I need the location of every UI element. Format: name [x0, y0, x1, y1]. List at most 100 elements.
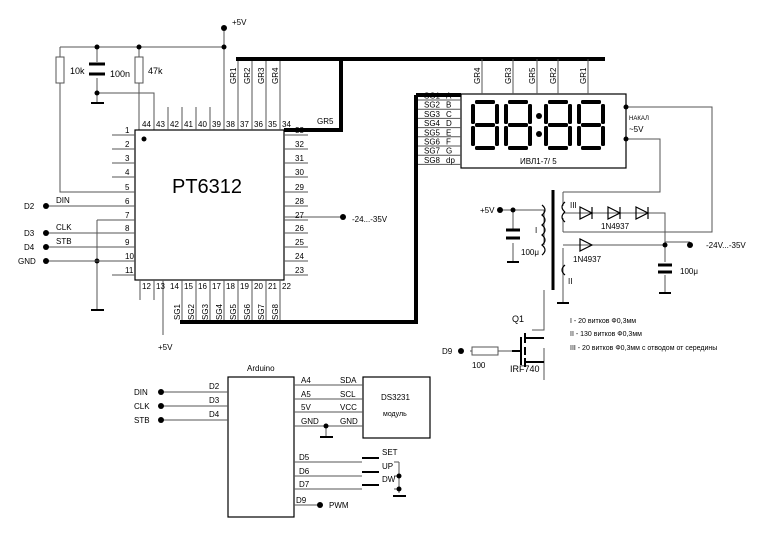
digit-segment: [471, 104, 475, 124]
grid-label: GR2: [243, 67, 252, 84]
terminal-dot[interactable]: [158, 403, 164, 409]
segment-name: SG2: [424, 101, 441, 110]
digit-segment: [504, 126, 508, 146]
pin-number: 6: [125, 197, 130, 206]
arduino-signal: DIN: [134, 388, 148, 397]
gr5-label: GR5: [317, 117, 334, 126]
button-label: SET: [382, 448, 398, 457]
digit-segment: [528, 104, 532, 124]
pin-number: 44: [142, 120, 151, 129]
terminal-dot[interactable]: [43, 244, 49, 250]
rtc-sub: модуль: [383, 411, 407, 418]
mosfet-label: IRF740: [510, 364, 540, 374]
note-3: III - 20 витков Ф0,3мм с отводом от сере…: [570, 345, 717, 352]
digit-segment: [568, 126, 572, 146]
pin-number: 32: [295, 140, 304, 149]
segment-letter: dp: [446, 156, 455, 165]
psu-vin: +5V: [480, 206, 495, 215]
ground-icon: [507, 261, 671, 304]
arduino-signal: STB: [134, 416, 150, 425]
chip-name: PT6312: [172, 176, 242, 198]
cout-label: 100μ: [680, 267, 698, 276]
digit-segment: [495, 104, 499, 124]
pin-number: 41: [184, 120, 193, 129]
pwm-label: PWM: [329, 501, 349, 510]
arduino-signal: CLK: [134, 402, 150, 411]
terminal-dot[interactable]: [43, 203, 49, 209]
pin-number: 14: [170, 282, 179, 291]
terminal-dot[interactable]: [158, 417, 164, 423]
digit-segment: [504, 104, 508, 124]
pin-number: 13: [156, 282, 165, 291]
arduino-title: Arduino: [247, 364, 275, 373]
seg-label: SG4: [215, 303, 224, 320]
arduino-pin: A5: [301, 390, 311, 399]
terminal-dot[interactable]: [43, 258, 49, 264]
q1-label: Q1: [512, 314, 524, 324]
input-signal: DIN: [56, 196, 70, 205]
segment-letter: G: [446, 147, 452, 156]
rtc-name: DS3231: [381, 393, 410, 402]
input-signal: CLK: [56, 223, 72, 232]
segment-letter: E: [446, 128, 451, 137]
pin-number: 7: [125, 211, 130, 220]
display-name: ИВЛ1-7/ 5: [520, 157, 557, 166]
rgate-label: 100: [472, 361, 486, 370]
input-signal: STB: [56, 237, 72, 246]
digit-segment: [475, 123, 495, 127]
arduino-block: Arduino DS3231 модуль PWM D9 DIND2CLKD3S…: [134, 364, 431, 518]
capacitor-100n: [89, 62, 105, 76]
segment-name: SG3: [424, 110, 441, 119]
pin-number: 27: [295, 211, 304, 220]
digit-segment: [508, 146, 528, 150]
digit-segment: [475, 100, 495, 104]
terminal-dot[interactable]: [43, 230, 49, 236]
grid-label: GR3: [257, 67, 266, 84]
seg-label: SG7: [257, 303, 266, 320]
arduino-pin: D2: [209, 382, 220, 391]
heater-label: НАКАЛ: [629, 116, 649, 122]
capacitor-in: [506, 228, 520, 240]
pin-number: 4: [125, 168, 130, 177]
segment-name: SG7: [424, 147, 441, 156]
digit-segment: [581, 123, 601, 127]
arduino-pin: D5: [299, 453, 310, 462]
digit-segment: [508, 123, 528, 127]
diode-top: 1N4937: [601, 222, 630, 231]
arduino-pin: 5V: [301, 403, 311, 412]
arduino-pin: D4: [209, 410, 220, 419]
pin-number: 35: [268, 120, 277, 129]
pin-number: 39: [212, 120, 221, 129]
digit-segment: [508, 100, 528, 104]
grid-label: GR1: [229, 67, 238, 84]
input-port: D4: [24, 243, 35, 252]
digit-segment: [495, 126, 499, 146]
segment-letter: B: [446, 101, 451, 110]
display-grid-label: GR3: [504, 67, 513, 84]
pin-number: 31: [295, 154, 304, 163]
seg-label: SG5: [229, 303, 238, 320]
pin-number: 18: [226, 282, 235, 291]
grid-label: GR4: [271, 67, 280, 84]
digit-segment: [581, 146, 601, 150]
pin-number: 1: [125, 126, 130, 135]
segment-letter: D: [446, 119, 452, 128]
arduino-pin: D7: [299, 480, 310, 489]
segment-name: SG6: [424, 138, 441, 147]
seg-label: SG3: [201, 303, 210, 320]
display-grid-label: GR4: [473, 67, 482, 84]
gate-in: D9: [442, 347, 453, 356]
segment-letter: C: [446, 110, 452, 119]
pin-number: 9: [125, 238, 130, 247]
pwm-terminal[interactable]: [317, 502, 323, 508]
winding-3: III: [570, 201, 577, 210]
terminal-dot[interactable]: [158, 389, 164, 395]
pin-number: 19: [240, 282, 249, 291]
input-port: GND: [18, 257, 36, 266]
pin-number: 21: [268, 282, 277, 291]
button-label: UP: [382, 462, 393, 471]
display-grid-label: GR2: [549, 67, 558, 84]
digit-segment: [544, 126, 548, 146]
pin-number: 40: [198, 120, 207, 129]
